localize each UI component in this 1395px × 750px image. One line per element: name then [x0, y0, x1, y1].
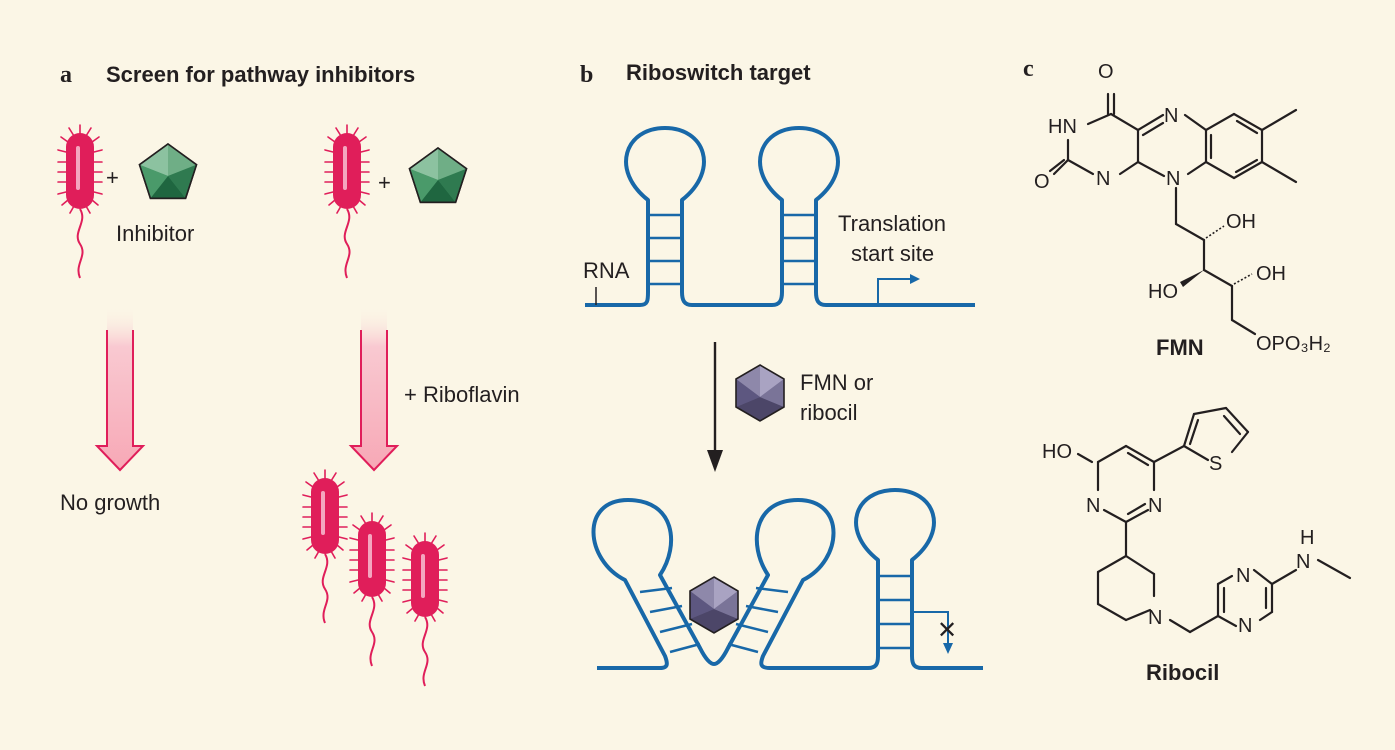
down-arrow-icon [97, 305, 143, 470]
panel-b-title: Riboswitch target [626, 60, 811, 85]
ribocil-s: S [1209, 453, 1222, 475]
inhibitor-label: Inhibitor [116, 221, 194, 246]
transition-arrowhead-icon [707, 450, 723, 472]
panel-c: c [1023, 56, 1352, 685]
translation-label-line1: Translation [838, 211, 946, 236]
fmn-o-top: O [1098, 61, 1114, 83]
blocked-start-arrow-icon [912, 611, 949, 645]
bacterium-icon [302, 469, 348, 624]
ribocil-h: H [1300, 527, 1314, 549]
blocked-arrowhead-icon [943, 643, 953, 654]
fmn-ho: HO [1148, 281, 1178, 303]
ribocil-n3: N [1236, 565, 1250, 587]
panel-a-letter: a [60, 62, 72, 88]
fmn-structure: O HN O N N N OH HO OH OPO₃H₂ FMN [1034, 61, 1331, 360]
down-arrow-outline [94, 330, 146, 472]
ribocil-ho: HO [1042, 441, 1072, 463]
bacterium-icon [324, 124, 370, 279]
panel-b: b Riboswitch target RNA Translation star… [580, 60, 983, 670]
ribocil-n1: N [1086, 495, 1100, 517]
bacterium-icon [349, 512, 395, 667]
panel-c-letter: c [1023, 56, 1034, 82]
ligand-label-line2: ribocil [800, 400, 857, 425]
fmn-oh2: OH [1256, 263, 1286, 285]
ribocil-n5: N [1296, 551, 1310, 573]
ribocil-n-pip: N [1148, 607, 1162, 629]
ligand-label-line1: FMN or [800, 370, 873, 395]
riboflavin-label: + Riboflavin [404, 382, 520, 407]
panel-a: a Screen for pathway inhibitors + Inhibi… [57, 62, 520, 687]
panel-a-title: Screen for pathway inhibitors [106, 62, 415, 87]
ribocil-n4: N [1238, 615, 1252, 637]
ribocil-structure: HO S N N N N N N H Ribocil [1042, 406, 1352, 685]
inhibitor-icon [138, 143, 198, 200]
bacterium-icon [57, 124, 103, 279]
ligand-bound-icon [689, 576, 739, 634]
rna-strand-bottom [591, 488, 983, 670]
fmn-n-bottom: N [1166, 168, 1180, 190]
panel-b-letter: b [580, 62, 593, 88]
plus-sign-right: + [378, 170, 391, 195]
fmn-oh1: OH [1226, 211, 1256, 233]
fmn-name: FMN [1156, 335, 1204, 360]
ribocil-n2: N [1148, 495, 1162, 517]
rna-stem-rungs-bottom [639, 574, 912, 654]
rna-label: RNA [583, 258, 630, 283]
no-growth-label: No growth [60, 490, 160, 515]
ligand-icon [735, 364, 785, 422]
blocked-x-icon: ✕ [937, 617, 957, 644]
bacterium-icon [402, 532, 448, 687]
rna-strand-top [585, 126, 975, 307]
down-arrow-outline [348, 330, 400, 472]
down-arrow-icon [351, 305, 397, 470]
plus-sign-left: + [106, 165, 119, 190]
rna-stem-rungs [648, 213, 816, 286]
start-site-arrow-icon [877, 278, 912, 305]
fmn-hn: HN [1048, 116, 1077, 138]
fmn-opo3h2: OPO₃H₂ [1256, 333, 1331, 355]
start-site-arrowhead-icon [910, 274, 920, 284]
fmn-n-top: N [1164, 105, 1178, 127]
fmn-o-left: O [1034, 171, 1050, 193]
inhibitor-icon [408, 147, 468, 204]
translation-label-line2: start site [851, 241, 934, 266]
ribocil-name: Ribocil [1146, 660, 1219, 685]
fmn-n-ring: N [1096, 168, 1110, 190]
